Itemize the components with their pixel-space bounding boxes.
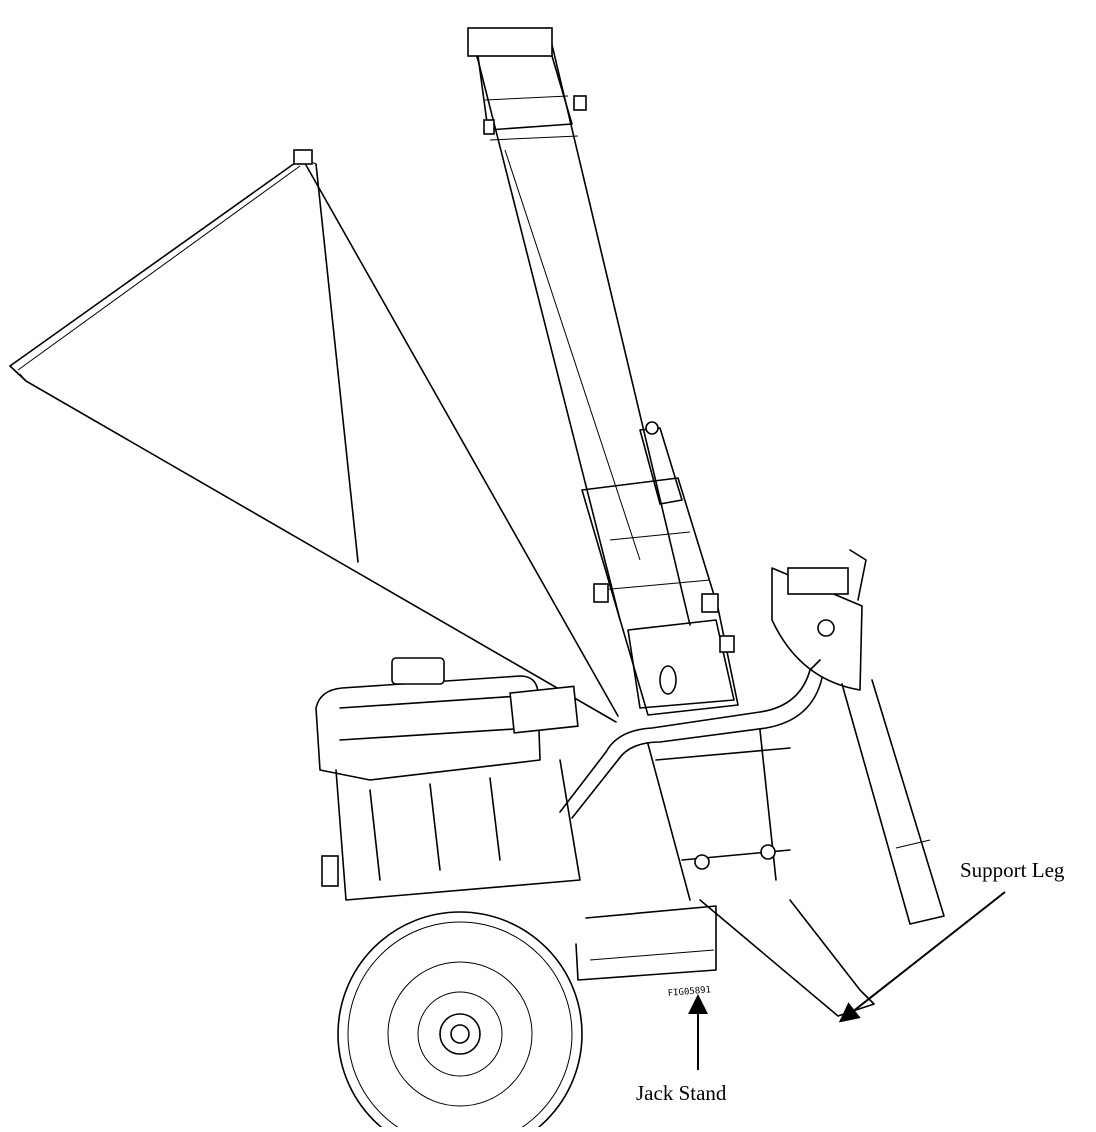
figure-id: FIG05891	[667, 985, 711, 999]
wheel	[337, 911, 583, 1132]
discharge-chute	[467, 27, 691, 626]
frame	[559, 659, 823, 901]
support-leg-label: Support Leg	[960, 858, 1065, 882]
support-leg-callout: Support Leg	[838, 858, 1065, 1023]
engine	[315, 657, 581, 901]
tow-handle	[771, 549, 945, 925]
chipper-housing	[581, 477, 739, 716]
jack-stand-callout: Jack Stand	[636, 994, 727, 1105]
hopper	[9, 149, 619, 723]
jack-stand-part	[575, 899, 875, 1017]
jack-stand-label: Jack Stand	[636, 1081, 727, 1105]
support-leg-arrow	[838, 891, 1006, 1023]
